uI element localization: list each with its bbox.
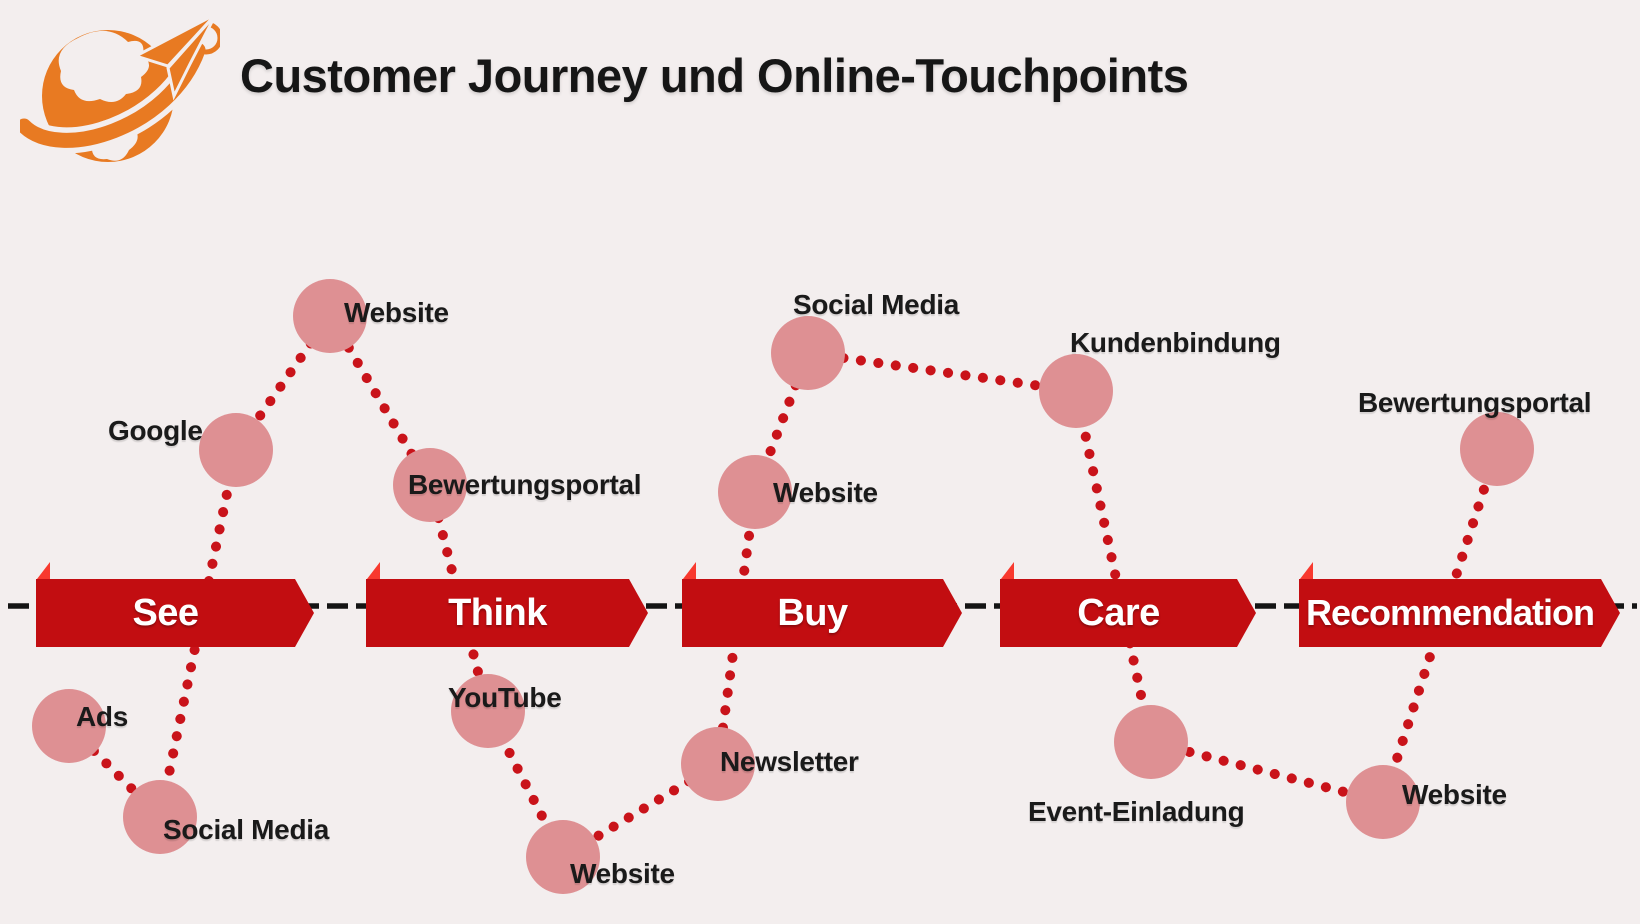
page-title: Customer Journey und Online-Touchpoints bbox=[240, 49, 1189, 102]
touchpoint-circle-bewertungsportal-rec bbox=[1460, 412, 1534, 486]
touchpoint-circle-youtube bbox=[451, 674, 525, 748]
touchpoint-label-website-buy: Website bbox=[773, 477, 878, 508]
touchpoint-circle-ads bbox=[32, 689, 106, 763]
touchpoint-label-website-rec: Website bbox=[1402, 779, 1507, 810]
touchpoint-circle-bewertungsportal-think bbox=[393, 448, 467, 522]
stage-label-care: Care bbox=[1077, 591, 1160, 634]
touchpoint-label-bewertungsportal-think: Bewertungsportal bbox=[408, 469, 642, 500]
stage-banner-see: See bbox=[36, 579, 314, 647]
stage-label-buy: Buy bbox=[777, 591, 848, 634]
stage-label-recommendation: Recommendation bbox=[1305, 592, 1595, 633]
touchpoint-label-youtube: YouTube bbox=[448, 682, 562, 713]
stage-banner-care: Care bbox=[1000, 579, 1256, 647]
touchpoint-label-social-media-buy: Social Media bbox=[793, 289, 960, 320]
touchpoint-circle-website-see bbox=[293, 279, 367, 353]
stage-banner-think: Think bbox=[366, 579, 648, 647]
touchpoint-label-google: Google bbox=[108, 415, 203, 446]
touchpoint-circle-website-buy bbox=[718, 455, 792, 529]
touchpoint-circle-website-rec bbox=[1346, 765, 1420, 839]
touchpoint-label-bewertungsportal-rec: Bewertungsportal bbox=[1358, 387, 1592, 418]
stage-label-see: See bbox=[132, 591, 199, 634]
touchpoint-circle-kundenbindung bbox=[1039, 354, 1113, 428]
touchpoint-circle-google bbox=[199, 413, 273, 487]
touchpoint-label-social-media-see: Social Media bbox=[163, 814, 330, 845]
touchpoint-label-event-einladung: Event-Einladung bbox=[1028, 796, 1245, 827]
stage-label-think: Think bbox=[448, 591, 547, 634]
touchpoint-circle-social-media-see bbox=[123, 780, 197, 854]
touchpoint-label-ads: Ads bbox=[76, 701, 128, 732]
touchpoint-circle-website-think bbox=[526, 820, 600, 894]
touchpoint-circle-newsletter bbox=[681, 727, 755, 801]
touchpoint-label-newsletter: Newsletter bbox=[720, 746, 859, 777]
stage-banner-recommendation: Recommendation bbox=[1299, 579, 1620, 647]
globe-airplane-logo-icon bbox=[20, 12, 220, 162]
touchpoint-label-kundenbindung: Kundenbindung bbox=[1070, 327, 1281, 358]
touchpoint-label-website-see: Website bbox=[344, 297, 449, 328]
touchpoint-circle-event-einladung bbox=[1114, 705, 1188, 779]
touchpoint-label-website-think: Website bbox=[570, 858, 675, 889]
touchpoint-circle-social-media-buy bbox=[771, 316, 845, 390]
stage-banner-buy: Buy bbox=[682, 579, 962, 647]
